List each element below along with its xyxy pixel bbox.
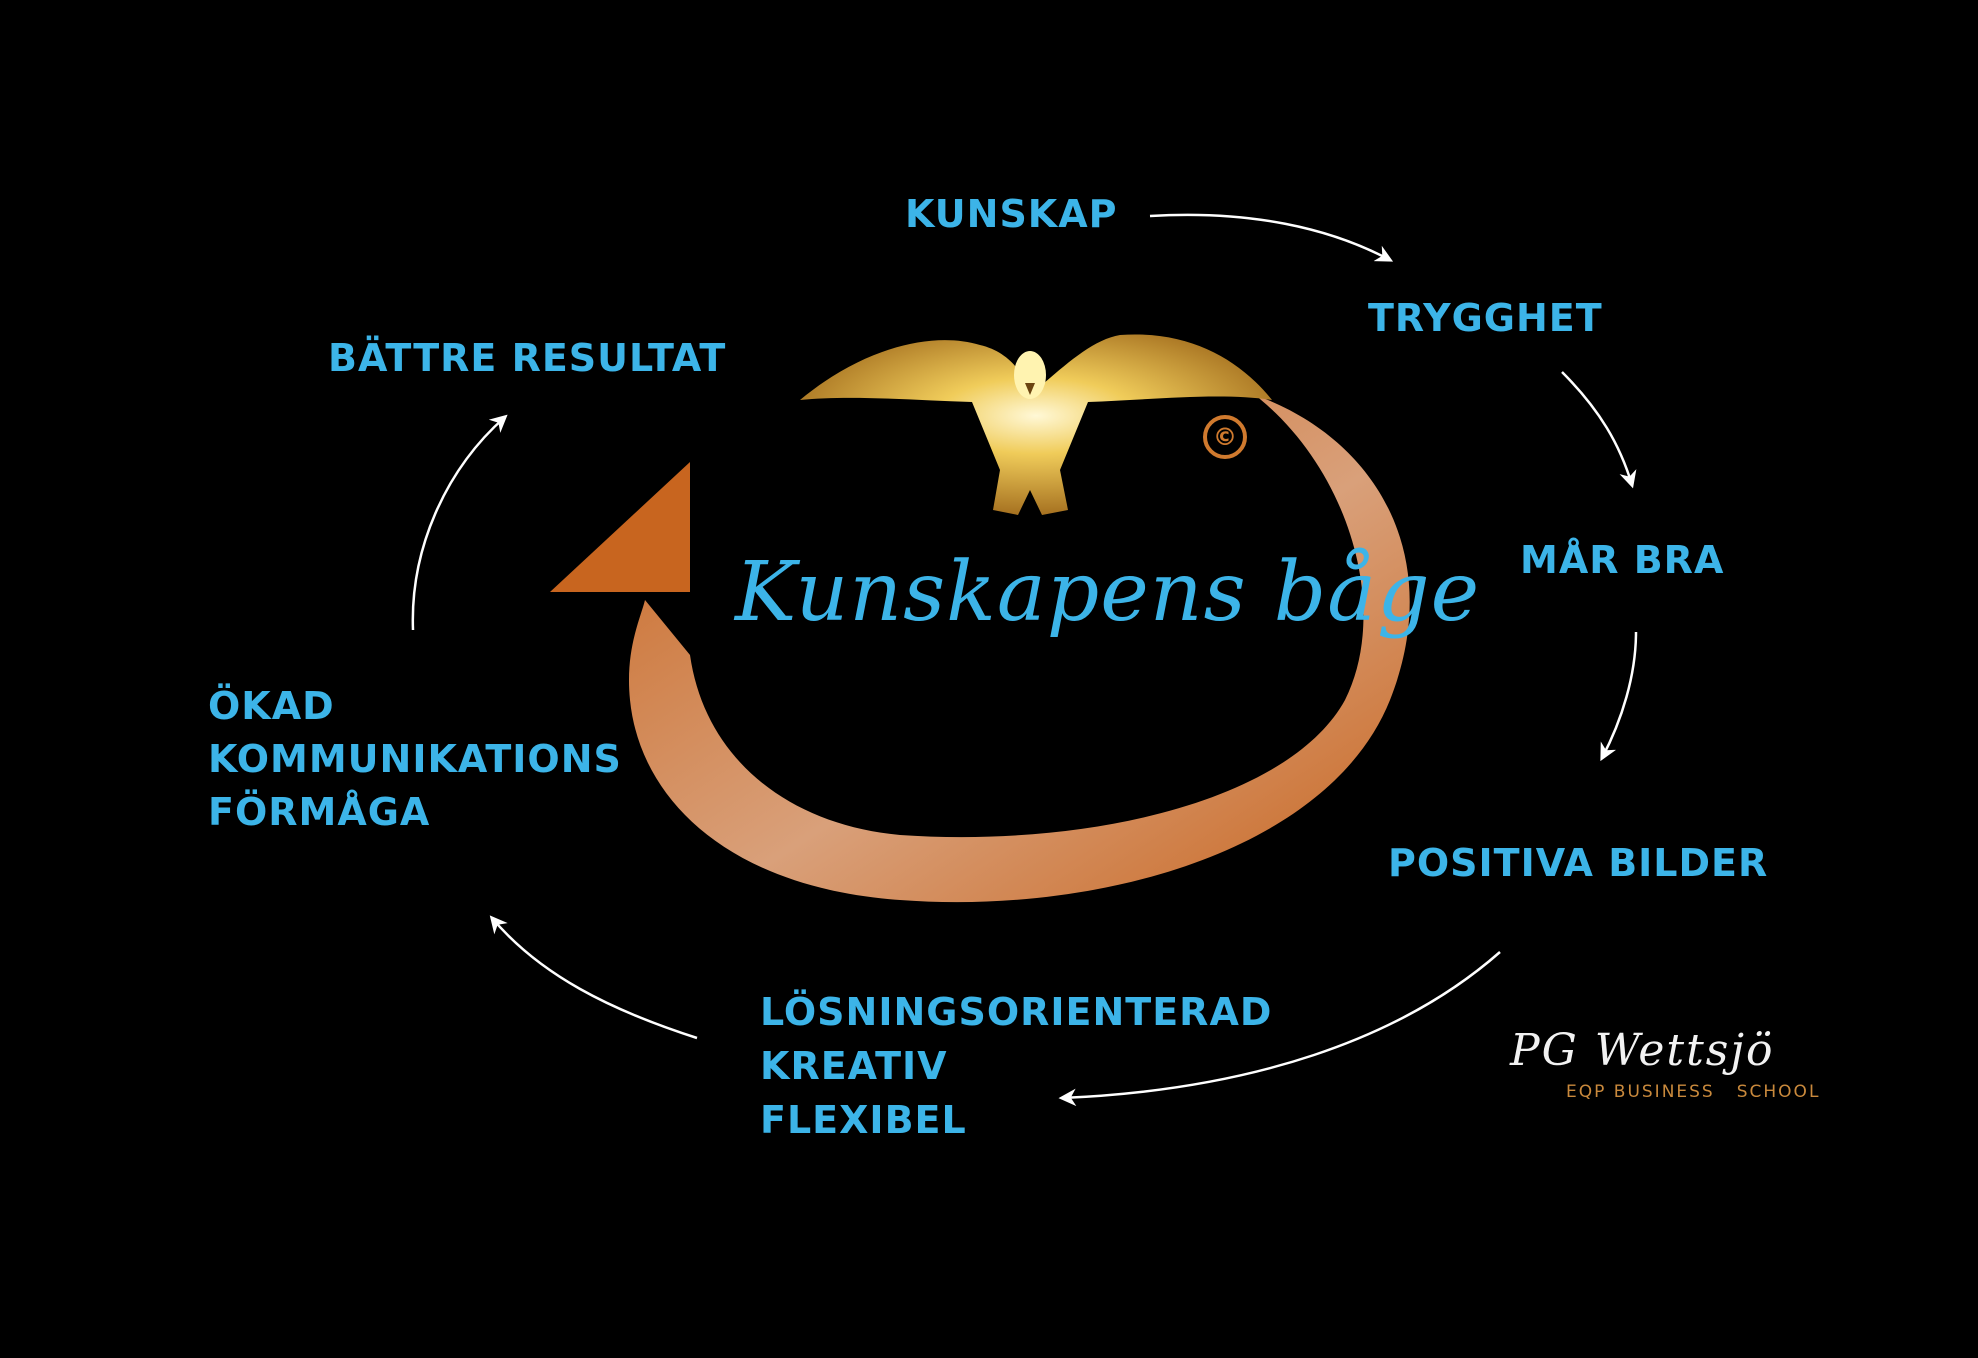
node-okad-kommunikation-line-1: ÖKAD [208,684,335,728]
node-mar-bra: MÅR BRA [1520,538,1725,583]
arrow-marbra-positiva [1600,631,1638,762]
arrow-kunskap-trygghet [1149,213,1394,262]
arrow-losning-okad [489,915,698,1040]
node-losningsorienterad: LÖSNINGSORIENTERAD KREATIV FLEXIBEL [760,985,1272,1147]
node-okad-kommunikation-line-2: KOMMUNIKATIONS [208,737,622,781]
node-losningsorienterad-line-3: FLEXIBEL [760,1098,967,1142]
node-trygghet-line-1: TRYGGHET [1368,296,1603,340]
node-battre-resultat-line-1: BÄTTRE RESULTAT [328,336,727,380]
node-positiva-bilder-line-1: POSITIVA BILDER [1388,841,1769,885]
arrow-okad-battre [411,414,508,631]
arrow-positiva-losning [1058,951,1501,1107]
node-okad-kommunikation: ÖKAD KOMMUNIKATIONS FÖRMÅGA [208,680,622,839]
node-losningsorienterad-line-1: LÖSNINGSORIENTERAD [760,990,1273,1034]
arrow-trygghet-marbra [1561,371,1637,489]
node-losningsorienterad-line-2: KREATIV [760,1044,948,1088]
node-mar-bra-line-1: MÅR BRA [1520,538,1725,582]
copyright-icon: © [1203,415,1247,459]
cycle-arrows [411,213,1638,1107]
signature-sub-right: SCHOOL [1736,1082,1821,1102]
node-kunskap-line-1: KUNSKAP [905,192,1118,236]
node-positiva-bilder: POSITIVA BILDER [1388,841,1769,886]
node-trygghet: TRYGGHET [1368,296,1603,341]
signature-subtitle: EQP BUSINESS SCHOOL [1566,1082,1842,1102]
signature-sub-left: EQP BUSINESS [1566,1082,1715,1102]
signature-logo: PG Wettsjö EQP BUSINESS SCHOOL [1500,1025,1818,1105]
diagram-title: Kunskapens båge [735,545,1481,640]
eagle-icon [800,334,1272,515]
central-curved-arrow [550,395,1410,903]
node-okad-kommunikation-line-3: FÖRMÅGA [208,790,431,834]
signature-name: PG Wettsjö [1510,1025,1775,1076]
node-battre-resultat: BÄTTRE RESULTAT [328,336,727,381]
node-kunskap: KUNSKAP [905,192,1118,237]
